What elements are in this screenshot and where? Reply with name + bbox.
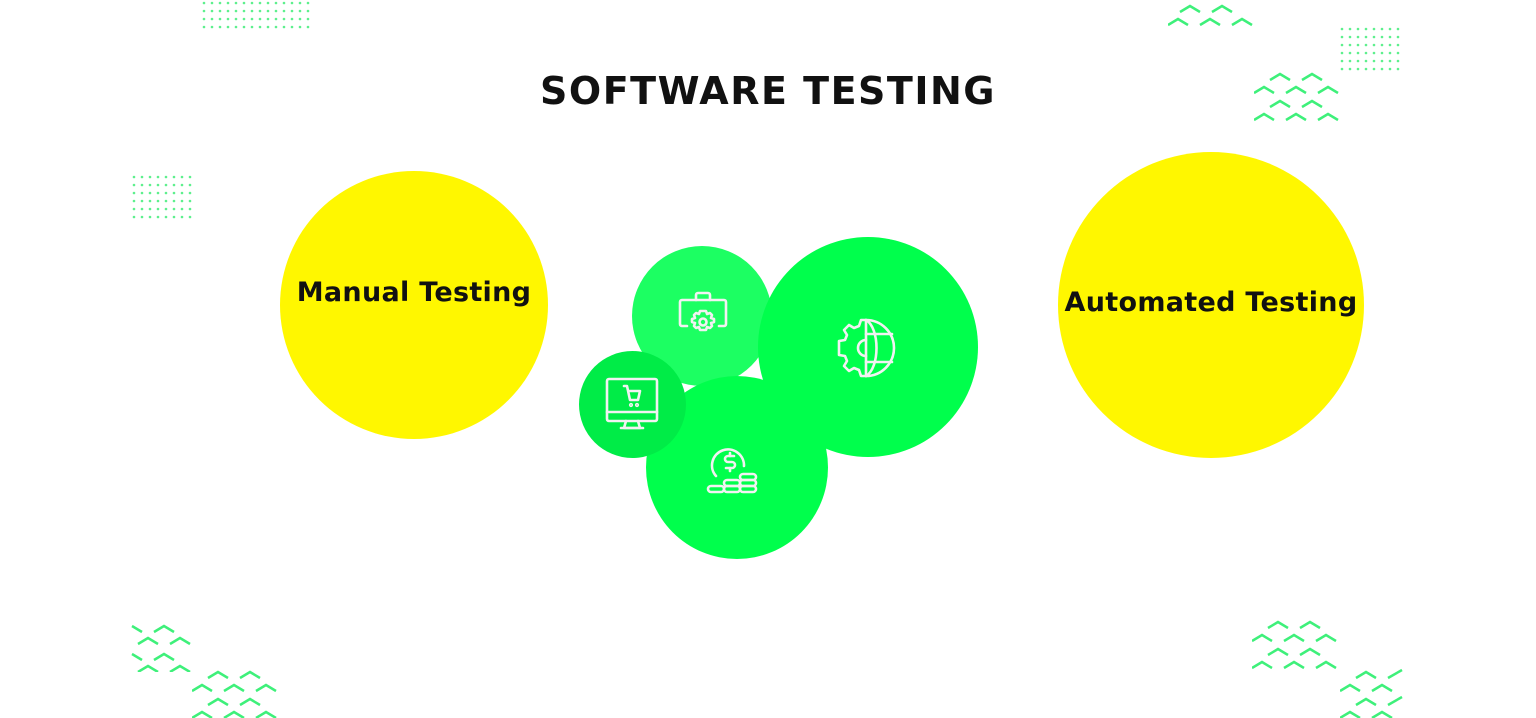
chevron-pattern-top-right [1254,72,1339,122]
chevron-pattern-top-right-small [1168,4,1253,27]
automated-testing-circle: Automated Testing [1058,152,1364,458]
briefcase-gear-icon [678,291,728,332]
manual-testing-label: Manual Testing [296,276,532,308]
monitor-cart-icon [605,377,659,430]
automated-testing-label: Automated Testing [1064,286,1358,318]
page-title: SOFTWARE TESTING [540,69,996,113]
chevron-pattern-bottom-right-2 [1340,668,1403,718]
chevron-pattern-bottom-left [131,624,191,672]
dot-grid-top-right [1340,27,1400,71]
chevron-pattern-bottom-left-2 [192,670,277,718]
manual-testing-circle: Manual Testing [280,171,548,439]
chevron-pattern-bottom-right [1252,620,1337,670]
dot-grid-left [132,175,192,219]
dot-grid-top-left [202,1,310,29]
dollar-coins-icon [706,448,758,494]
gear-globe-icon [837,318,896,378]
